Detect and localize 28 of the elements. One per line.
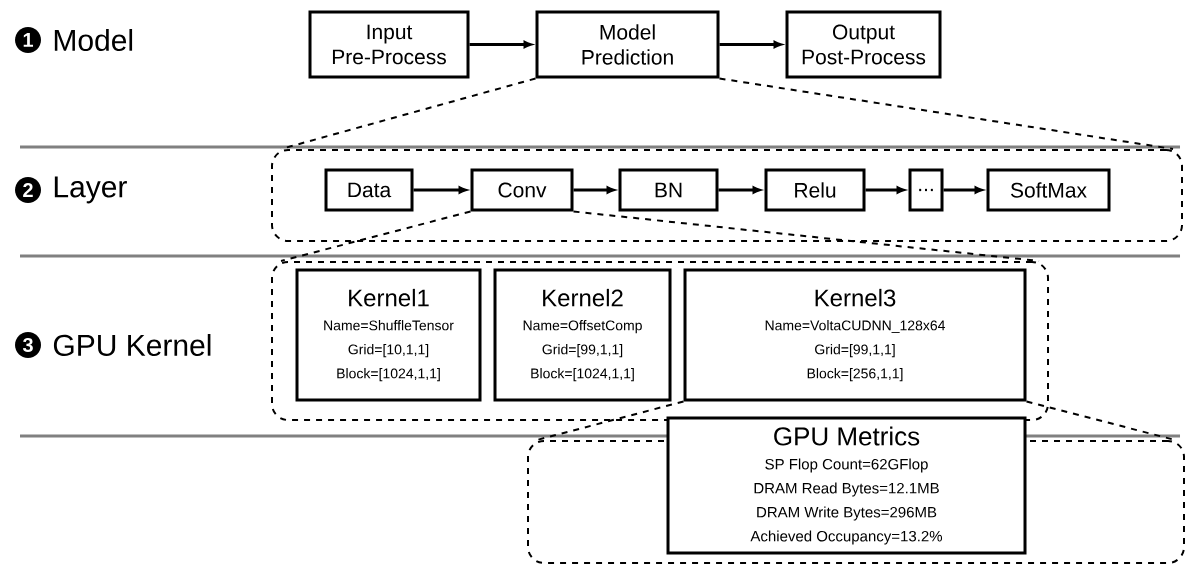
number-badge: 1 — [15, 27, 41, 53]
level-label: Layer — [54, 176, 127, 204]
arrow — [943, 186, 983, 194]
level-label: GPU Kernel — [53, 334, 211, 356]
arrow — [413, 186, 467, 194]
arrow — [865, 186, 905, 194]
layer-box: SoftMax — [986, 168, 1111, 212]
kernel-box: Kernel3 Name=VoltaCUDNN_128x64 Grid=[99,1,1] Block=[256,1,1] — [683, 268, 1027, 402]
zoom-region — [271, 149, 1183, 242]
zoom-line — [718, 77, 1174, 150]
level-label: Model — [54, 29, 133, 51]
metrics-box: GPU Metrics SP Flop Count=62GFlop DRAM Read Bytes=12.1MB DRAM Write Bytes=296MB Achieved Occupancy=13.2% — [666, 416, 1027, 555]
layer-box: Conv — [470, 168, 574, 212]
layer-box: ... — [908, 168, 944, 212]
layer-box: Data — [324, 168, 414, 212]
kernel-box: Kernel1 Name=ShuffleTensor Grid=[10,1,1] Block=[1024,1,1] — [295, 268, 482, 402]
arrow — [573, 186, 615, 194]
layer-box: Relu — [764, 168, 866, 212]
process-box: Model Prediction — [535, 10, 720, 79]
arrow — [718, 186, 761, 194]
process-box: Output Post-Process — [785, 10, 942, 79]
number-badge: 3 — [15, 332, 41, 358]
layer-box: BN — [618, 168, 719, 212]
zoom-line — [280, 210, 472, 262]
zoom-line — [536, 400, 685, 441]
process-box: Input Pre-Process — [308, 10, 470, 79]
kernel-box: Kernel2 Name=OffsetComp Grid=[99,1,1] Block=[1024,1,1] — [493, 268, 672, 402]
number-badge: 2 — [15, 177, 41, 203]
